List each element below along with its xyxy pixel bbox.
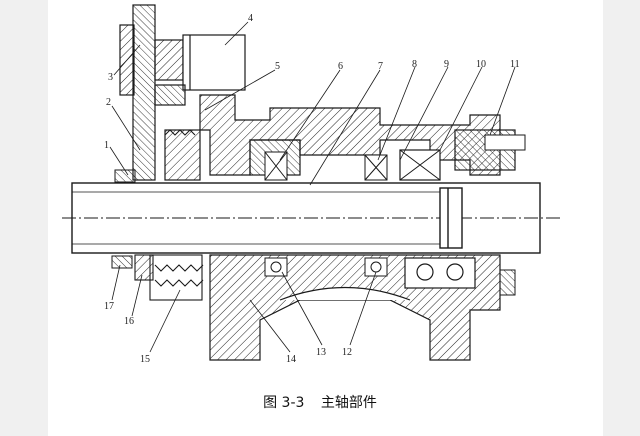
callout-12: 12	[342, 347, 352, 358]
figure-caption: 图 3-3 主轴部件	[0, 392, 640, 412]
figure-number: 图 3-3	[263, 395, 305, 411]
callout-numbers: 1 2 3 4 5 6 7 8 9 10 11 12 13 14 15 16 1…	[104, 13, 520, 365]
gear-train-assembly	[119, 4, 246, 181]
callout-11: 11	[510, 59, 520, 70]
callout-9: 9	[444, 59, 449, 70]
callout-15: 15	[140, 354, 150, 365]
callout-16: 16	[124, 316, 134, 327]
callout-10: 10	[476, 59, 486, 70]
callout-3: 3	[108, 72, 113, 83]
callout-1: 1	[104, 140, 109, 151]
callout-8: 8	[412, 59, 417, 70]
callout-7: 7	[378, 61, 383, 72]
callout-17: 17	[104, 301, 114, 312]
callout-13: 13	[316, 347, 326, 358]
headstock-housing-top	[199, 94, 516, 181]
figure-title: 主轴部件	[320, 395, 377, 411]
callout-6: 6	[338, 61, 343, 72]
main-spindle-shaft	[62, 182, 560, 254]
callout-14: 14	[286, 354, 296, 365]
callout-2: 2	[106, 97, 111, 108]
front-bearing	[264, 151, 288, 277]
leader-lines	[109, 21, 516, 353]
rear-bearing	[364, 154, 388, 277]
headstock-housing-bottom	[209, 254, 501, 361]
callout-4: 4	[248, 13, 253, 24]
callout-5: 5	[275, 61, 280, 72]
lock-nut-right	[111, 134, 526, 296]
pulley-grooves	[134, 129, 204, 301]
